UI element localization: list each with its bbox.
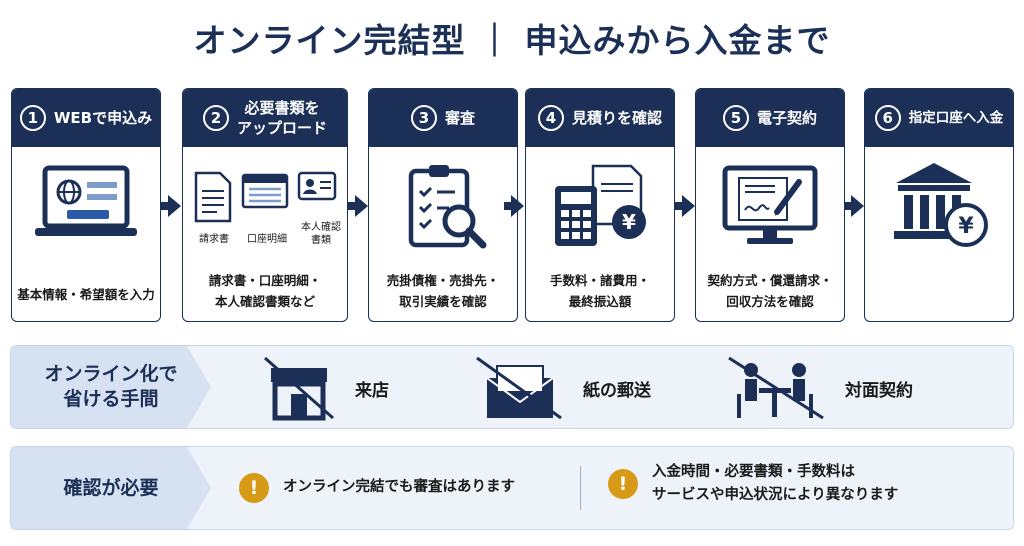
bank-yen-icon: ¥ bbox=[865, 157, 1013, 257]
saved-item-meeting: 対面契約 bbox=[723, 354, 913, 422]
note-item-2: ! 入金時間・必要書類・手数料は サービスや申込状況により異なります bbox=[608, 461, 898, 507]
page-title: オンライン完結型 ｜ 申込みから入金まで bbox=[193, 21, 831, 60]
arrow-icon bbox=[675, 195, 695, 217]
note-item-2-text: 入金時間・必要書類・手数料は サービスや申込状況により異なります bbox=[652, 464, 899, 504]
step-1-description: 基本情報・希望額を入力 bbox=[17, 287, 155, 302]
note-item-1-text: オンライン完結でも審査はあります bbox=[283, 479, 515, 496]
saved-item-mail: 紙の郵送 bbox=[473, 354, 651, 422]
doc-label-statement: 口座明細 bbox=[247, 234, 287, 245]
arrow-icon bbox=[161, 195, 181, 217]
statement-icon bbox=[241, 173, 289, 209]
step-3-label: 審査 bbox=[444, 108, 475, 127]
step-3-number: 3 bbox=[410, 105, 437, 131]
step-3-header: 3 審査 bbox=[369, 89, 517, 147]
documents-icon bbox=[183, 171, 347, 271]
calculator-yen-icon: ¥ bbox=[526, 157, 674, 257]
notes-divider bbox=[580, 466, 581, 510]
warning-icon: ! bbox=[608, 469, 638, 500]
warning-icon: ! bbox=[239, 473, 269, 503]
doc-label-id: 本人確認 書類 bbox=[301, 222, 341, 246]
invoice-icon bbox=[194, 171, 232, 223]
clipboard-search-icon bbox=[369, 157, 517, 257]
notes-panel: 確認が必要 ! オンライン完結でも審査はあります ! 入金時間・必要書類・手数料… bbox=[10, 446, 1014, 530]
step-3-card: 3 審査 売掛債権・売掛先・ 取引実績を確認 bbox=[368, 88, 518, 322]
step-5-label: 電子契約 bbox=[756, 108, 817, 127]
step-1-card: 1 WEBで申込み 基本情報・希望額を入力 bbox=[11, 88, 161, 322]
svg-text:¥: ¥ bbox=[958, 214, 974, 239]
step-5-number: 5 bbox=[722, 105, 749, 131]
saved-item-mail-label: 紙の郵送 bbox=[583, 380, 651, 401]
step-4-number: 4 bbox=[537, 105, 564, 131]
saved-effort-label: オンライン化で 省ける手間 bbox=[11, 346, 211, 428]
step-4-card: 4 見積りを確認 ¥ 手数料・諸費用・ 最終振込額 bbox=[525, 88, 675, 322]
envelope-crossed-icon bbox=[476, 356, 562, 420]
step-1-number: 1 bbox=[19, 105, 46, 131]
meeting-crossed-icon bbox=[728, 356, 824, 420]
svg-text:¥: ¥ bbox=[622, 210, 636, 234]
step-2-card: 2 必要書類を アップロード 請求書 口座明細 本人確認 書類 請求書・口座明細… bbox=[182, 88, 348, 322]
step-1-label: WEBで申込み bbox=[53, 108, 153, 127]
id-card-icon bbox=[297, 171, 337, 201]
notes-label: 確認が必要 bbox=[11, 447, 211, 529]
step-6-label: 指定口座へ入金 bbox=[908, 109, 1004, 126]
step-2-header: 2 必要書類を アップロード bbox=[183, 89, 347, 147]
step-2-label: 必要書類を アップロード bbox=[236, 98, 327, 137]
saved-item-visit: 来店 bbox=[261, 354, 389, 422]
step-6-number: 6 bbox=[874, 105, 901, 131]
step-3-description: 売掛債権・売掛先・ 取引実績を確認 bbox=[386, 273, 500, 309]
step-4-header: 4 見積りを確認 bbox=[526, 89, 674, 147]
step-2-description: 請求書・口座明細・ 本人確認書類など bbox=[208, 273, 322, 309]
note-item-1: ! オンライン完結でも審査はあります bbox=[239, 473, 515, 503]
step-4-description: 手数料・諸費用・ 最終振込額 bbox=[549, 273, 650, 309]
saved-item-visit-label: 来店 bbox=[355, 380, 389, 401]
store-crossed-icon bbox=[264, 356, 334, 421]
laptop-web-icon bbox=[12, 157, 160, 257]
arrow-icon bbox=[844, 195, 864, 217]
step-5-card: 5 電子契約 契約方式・償還請求・ 回収方法を確認 bbox=[695, 88, 845, 322]
step-5-description: 契約方式・償還請求・ 回収方法を確認 bbox=[707, 273, 833, 309]
saved-item-meeting-label: 対面契約 bbox=[845, 380, 913, 401]
step-6-header: 6 指定口座へ入金 bbox=[865, 89, 1013, 147]
arrow-icon bbox=[504, 195, 524, 217]
step-2-number: 2 bbox=[202, 105, 229, 131]
step-4-label: 見積りを確認 bbox=[571, 108, 662, 127]
saved-effort-panel: オンライン化で 省ける手間 来店 紙の郵送 bbox=[10, 345, 1014, 429]
monitor-contract-icon bbox=[696, 157, 844, 257]
step-6-card: 6 指定口座へ入金 ¥ bbox=[864, 88, 1014, 322]
step-1-header: 1 WEBで申込み bbox=[12, 89, 160, 147]
step-5-header: 5 電子契約 bbox=[696, 89, 844, 147]
arrow-icon bbox=[348, 195, 368, 217]
doc-label-invoice: 請求書 bbox=[199, 234, 229, 245]
